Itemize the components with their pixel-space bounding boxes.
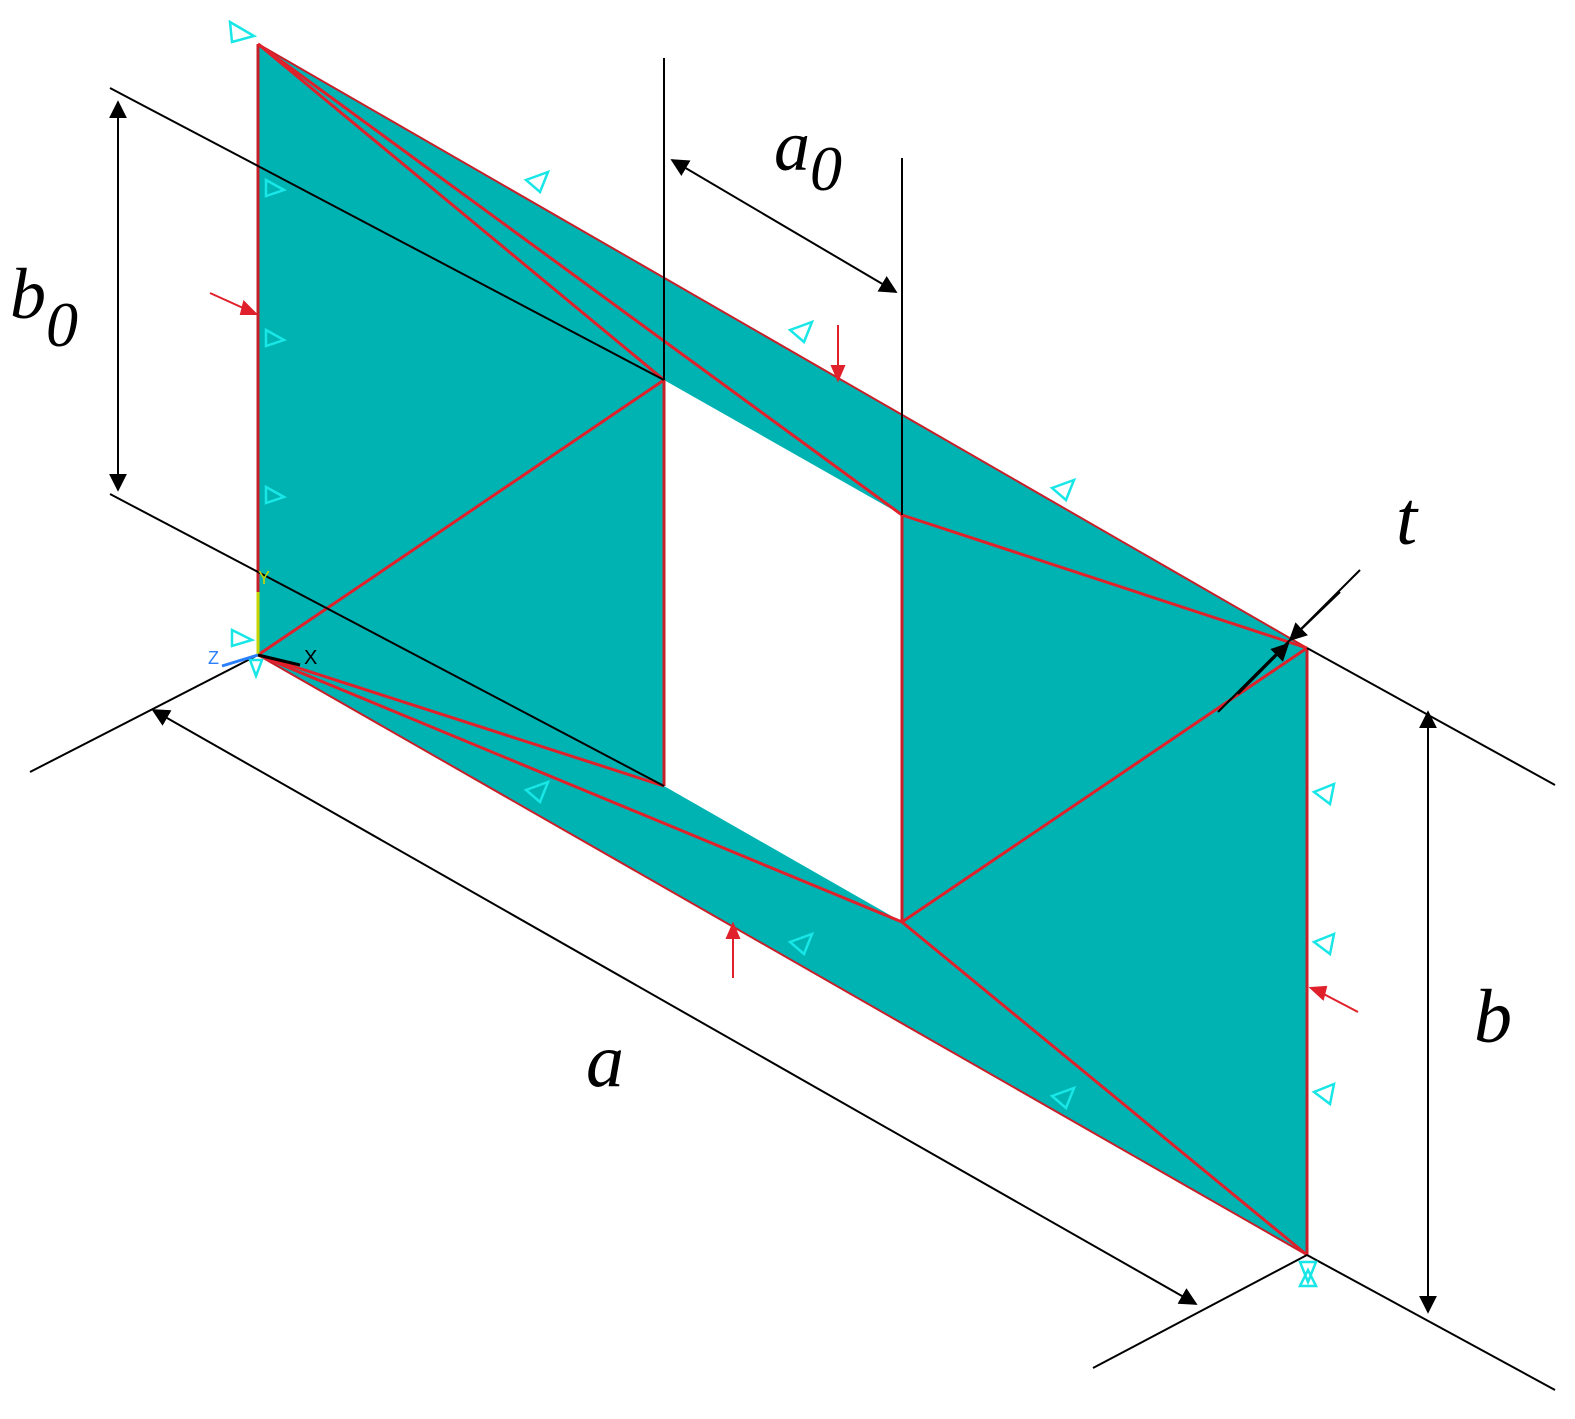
label-a0: a0 <box>774 106 842 204</box>
load-arrow-icon <box>830 325 846 383</box>
constraint-triangle-icon <box>1049 477 1077 503</box>
label-a0-sub: 0 <box>810 133 842 204</box>
label-a0-main: a <box>774 106 810 186</box>
triad-y-label: Y <box>258 568 270 588</box>
a0-dimension-arrow <box>670 159 898 293</box>
constraint-symbols <box>228 19 1336 1288</box>
constraint-triangle-icon <box>248 658 264 680</box>
constraint-triangle-icon <box>787 931 815 957</box>
constraint-triangle-icon <box>1049 1085 1077 1111</box>
constraint-triangle-icon <box>523 169 551 195</box>
constraint-triangle-icon <box>1311 931 1336 957</box>
load-arrow-icon <box>725 921 741 978</box>
constraint-triangle-icon <box>264 327 288 348</box>
label-b0-sub: 0 <box>46 289 78 360</box>
triad-z-label: Z <box>208 648 219 668</box>
label-a: a <box>586 1019 624 1103</box>
constraint-triangle-icon <box>230 627 256 648</box>
dimension-labels: a0 b0 a b t <box>10 106 1512 1103</box>
coordinate-triad: Y Z X <box>208 568 317 669</box>
label-b0: b0 <box>10 254 78 360</box>
label-b: b <box>1474 975 1512 1059</box>
label-b0-main: b <box>10 254 46 334</box>
constraint-triangle-icon <box>523 779 551 805</box>
triad-x-label: X <box>304 647 317 669</box>
constraint-triangle-icon <box>264 484 288 505</box>
a-dimension-arrow <box>151 709 1198 1305</box>
dimension-arrows <box>109 100 1437 1314</box>
load-arrow-icon <box>1308 985 1359 1013</box>
load-arrow-icon <box>209 292 259 315</box>
constraint-triangle-icon <box>1297 1267 1319 1288</box>
constraint-triangle-icon <box>787 319 815 345</box>
t-dimension-arrow-top <box>1288 591 1341 642</box>
constraint-triangle-icon <box>264 177 288 198</box>
constraint-triangle-icon <box>1311 781 1336 807</box>
load-arrows <box>209 292 1359 1013</box>
constraint-triangle-icon <box>1311 1081 1336 1107</box>
constraint-triangle-icon <box>1298 1260 1318 1286</box>
constraint-triangle-icon <box>228 19 258 44</box>
t-dimension-arrow-bottom <box>1237 642 1290 695</box>
label-t: t <box>1396 477 1419 561</box>
